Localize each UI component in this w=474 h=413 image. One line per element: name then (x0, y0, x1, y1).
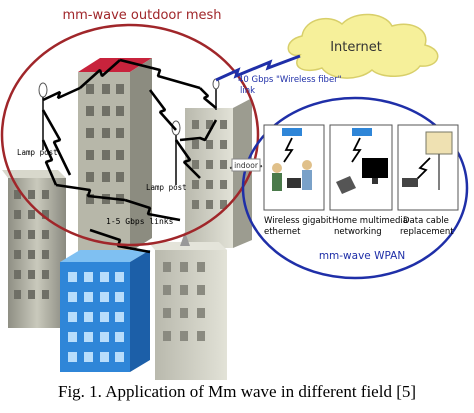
lamp-post-label-1: Lamp post (17, 148, 58, 157)
lamp-post-label-2: Lamp post (146, 183, 187, 192)
panel-3-label-line1: Data cable (403, 216, 449, 226)
antenna-right-building (212, 78, 220, 110)
mesh-ring (0, 23, 260, 247)
building-far-left (2, 170, 66, 328)
figure-caption: Fig. 1. Application of Mm wave in differ… (57, 382, 417, 401)
antenna-bottom-grey (180, 232, 190, 246)
internet-label: Internet (330, 40, 382, 55)
panel-data-cable (397, 124, 459, 211)
lamp-post-1 (38, 82, 48, 150)
panel-2-label-line1: Home multimedia (332, 216, 408, 226)
panel-3-label-line2: replacement (400, 227, 454, 237)
backhaul-link (215, 54, 301, 82)
panel-1-label-line1: Wireless gigabit (264, 216, 332, 226)
panel-wireless-ethernet (263, 124, 325, 211)
panel-2-label-line2: networking (334, 227, 382, 237)
internet-cloud (287, 13, 439, 79)
mesh-title: mm-wave outdoor mesh (62, 8, 221, 23)
building-bottom-grey (148, 242, 227, 380)
panel-home-multimedia (329, 124, 393, 211)
panel-1-label-line2: ethernet (264, 227, 301, 237)
indoor-label: indoor (234, 161, 259, 170)
backhaul-label-line2: link (240, 86, 255, 96)
backhaul-label-line1: 40 Gbps "Wireless fiber" (238, 75, 342, 85)
building-blue (60, 250, 150, 372)
lamp-post-2 (171, 120, 181, 185)
mesh-links (41, 58, 218, 254)
indoor-connector (229, 158, 263, 172)
wpan-ring (241, 96, 469, 280)
wpan-title: mm-wave WPAN (319, 250, 405, 262)
links-label: 1-5 Gbps links (106, 217, 174, 226)
